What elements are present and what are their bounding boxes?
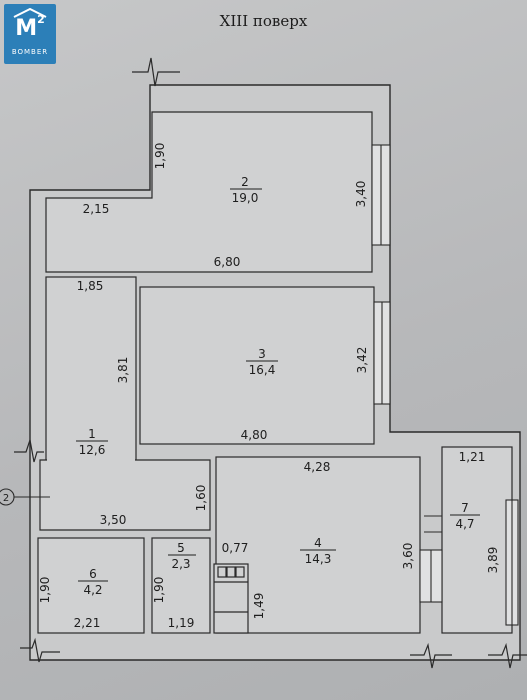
dim-r3-bottom: 4,80 bbox=[241, 428, 268, 442]
svg-text:1: 1 bbox=[88, 427, 96, 441]
room-3-label: 3 16,4 bbox=[246, 347, 278, 377]
vent-shaft bbox=[213, 563, 249, 634]
room-1-fill-joint bbox=[47, 455, 135, 465]
svg-text:6: 6 bbox=[89, 567, 97, 581]
room-6-outline bbox=[37, 537, 145, 634]
vent-cell bbox=[217, 566, 227, 578]
window-room-7 bbox=[505, 499, 519, 626]
vent-cell bbox=[226, 566, 236, 578]
house-roof-icon bbox=[13, 8, 47, 18]
window-room-4 bbox=[419, 549, 443, 603]
room-7-outline bbox=[441, 446, 513, 634]
dim-r4-top: 4,28 bbox=[304, 460, 331, 474]
svg-text:5: 5 bbox=[177, 541, 185, 555]
dim-r1-bottom-step: 1,60 bbox=[194, 485, 208, 512]
room-2-label: 2 19,0 bbox=[230, 175, 262, 205]
logo-mark: M2 bbox=[15, 12, 45, 41]
window-room-2 bbox=[371, 144, 391, 246]
m2-bomber-logo: M2 BOMBER bbox=[4, 4, 56, 64]
svg-text:4,7: 4,7 bbox=[455, 517, 474, 531]
room-1-lower-outline bbox=[39, 459, 211, 531]
wall-break-mark bbox=[132, 57, 180, 87]
room-6-label: 6 4,2 bbox=[78, 567, 108, 597]
wall-break-mark bbox=[488, 642, 527, 669]
wall-break-mark bbox=[20, 637, 60, 663]
dim-r7-right: 3,89 bbox=[486, 547, 500, 574]
dim-r5-top: 0,77 bbox=[222, 541, 249, 555]
floor-title: XIII поверх bbox=[219, 12, 308, 30]
dim-r1-right: 3,81 bbox=[116, 357, 130, 384]
dim-r7-top: 1,21 bbox=[459, 450, 486, 464]
window-room-3 bbox=[373, 301, 391, 405]
room-2-outline bbox=[45, 111, 373, 273]
svg-text:7: 7 bbox=[461, 501, 469, 515]
room-5-outline bbox=[151, 537, 211, 634]
dim-r2-left: 2,15 bbox=[83, 202, 110, 216]
svg-text:12,6: 12,6 bbox=[79, 443, 106, 457]
dim-r2-top-left-wall: 1,90 bbox=[153, 143, 167, 170]
dim-r1-top: 1,85 bbox=[77, 279, 104, 293]
svg-text:4: 4 bbox=[314, 536, 322, 550]
room-3-outline bbox=[139, 286, 375, 445]
room-5-label: 5 2,3 bbox=[168, 541, 196, 571]
dim-r3-right: 3,42 bbox=[355, 347, 369, 374]
svg-text:4,2: 4,2 bbox=[83, 583, 102, 597]
vent-cell bbox=[235, 566, 245, 578]
svg-text:19,0: 19,0 bbox=[232, 191, 259, 205]
svg-text:14,3: 14,3 bbox=[305, 552, 332, 566]
logo-text: BOMBER bbox=[11, 48, 49, 56]
room-1-outline bbox=[45, 276, 137, 463]
dim-r5-left: 1,90 bbox=[152, 577, 166, 604]
room-1-label: 1 12,6 bbox=[76, 427, 108, 457]
dim-r5-bottom: 1,19 bbox=[168, 616, 195, 630]
dim-r5-right: 1,49 bbox=[252, 593, 266, 620]
room-4-outline bbox=[215, 456, 421, 634]
axis-marker-label: 2 bbox=[3, 493, 9, 504]
wall-break-mark bbox=[14, 439, 44, 463]
room-4-label: 4 14,3 bbox=[300, 536, 336, 566]
dim-r2-right: 3,40 bbox=[354, 181, 368, 208]
wall-break-mark bbox=[410, 642, 452, 669]
svg-text:2: 2 bbox=[241, 175, 249, 189]
svg-text:16,4: 16,4 bbox=[249, 363, 276, 377]
dim-r1-bottom: 3,50 bbox=[100, 513, 127, 527]
dim-r6-bottom: 2,21 bbox=[74, 616, 101, 630]
room-7-label: 7 4,7 bbox=[450, 501, 480, 531]
svg-text:3: 3 bbox=[258, 347, 266, 361]
dim-r4-right: 3,60 bbox=[401, 543, 415, 570]
svg-text:2,3: 2,3 bbox=[171, 557, 190, 571]
dim-r2-bottom: 6,80 bbox=[214, 255, 241, 269]
dim-r6-left: 1,90 bbox=[38, 577, 52, 604]
